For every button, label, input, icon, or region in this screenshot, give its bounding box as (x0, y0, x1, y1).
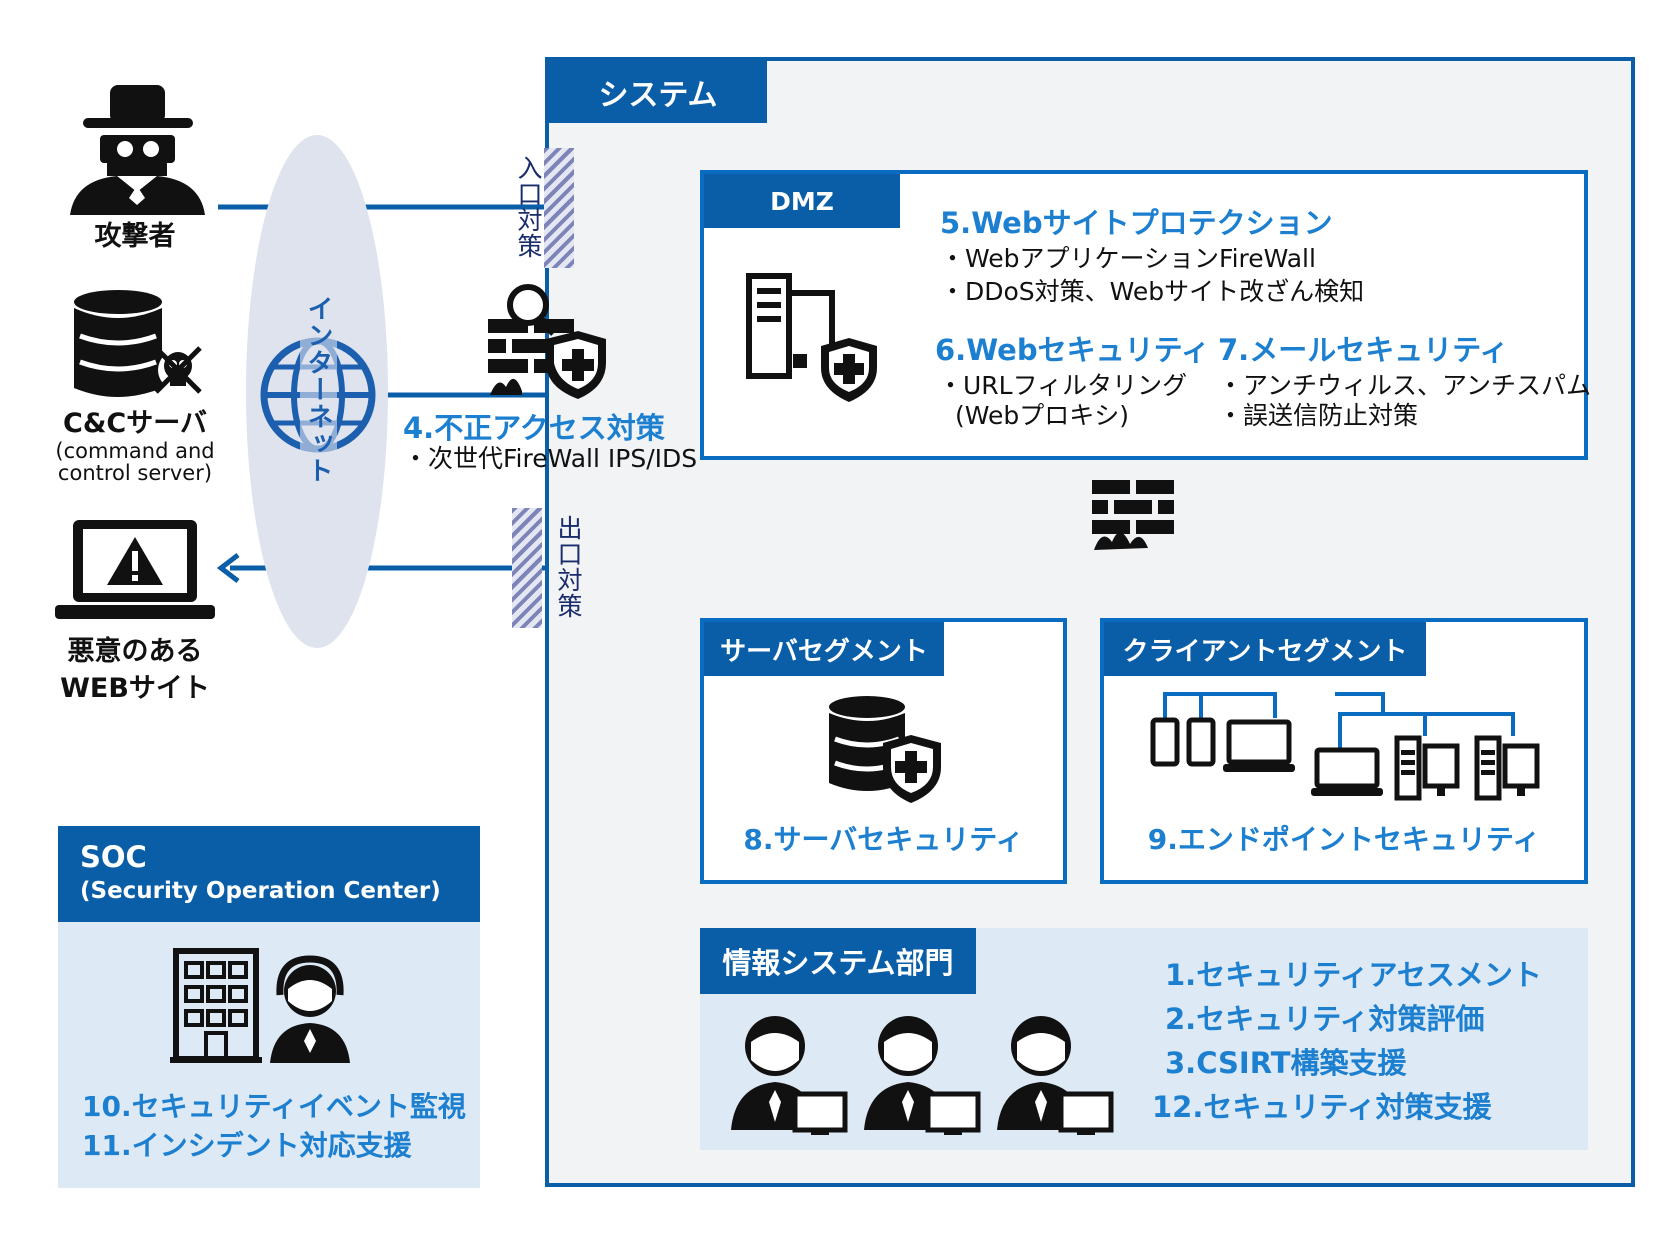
it-dept-label: 情報システム部門 (700, 928, 976, 994)
soc-sub: (Security Operation Center) (80, 878, 441, 904)
database-skull-icon (74, 290, 202, 397)
firewall-icon (1092, 480, 1174, 550)
item11-label: 11.インシデント対応支援 (82, 1129, 412, 1162)
malicious-site-label2: WEBサイト (60, 673, 210, 704)
item7-desc2: ・誤送信防止対策 (1218, 401, 1419, 430)
exit-label: 出口対策 (554, 515, 583, 619)
item6-desc2: (Webプロキシ) (955, 401, 1130, 430)
item8-label: 8.サーバセキュリティ (743, 823, 1024, 856)
it-item-12: 12.セキュリティ対策支援 (1152, 1090, 1492, 1124)
system-label: システム (549, 61, 767, 123)
soc-label: SOC (80, 840, 147, 874)
staff-icons (731, 1010, 1125, 1135)
item6-title: 6.Webセキュリティ (935, 333, 1210, 367)
cc-server-label: C&Cサーバ (63, 408, 207, 439)
item4-desc: ・次世代FireWall IPS/IDS (403, 444, 698, 473)
cc-server-sub1: (command and (55, 439, 215, 463)
firewall-inspect-icon (488, 284, 606, 399)
soc-building-operator-icon (170, 948, 350, 1063)
entry-label: 入口対策 (514, 155, 543, 259)
internet-label: インターネット (300, 295, 337, 484)
client-devices-icon (1150, 692, 1540, 801)
malicious-site-label1: 悪意のある (67, 636, 203, 667)
item5-title: 5.Webサイトプロテクション (940, 206, 1333, 240)
it-item-2: 2.セキュリティ対策評価 (1165, 1002, 1485, 1036)
dmz-label: DMZ (704, 174, 900, 228)
it-item-1: 1.セキュリティアセスメント (1165, 958, 1542, 992)
item10-label: 10.セキュリティイベント監視 (82, 1090, 466, 1123)
item9-label: 9.エンドポイントセキュリティ (1147, 823, 1541, 856)
attacker-label: 攻撃者 (94, 221, 176, 252)
entry-barrier (544, 148, 574, 268)
item7-desc1: ・アンチウィルス、アンチスパム (1218, 371, 1592, 400)
db-shield-icon (829, 696, 941, 803)
item4-title: 4.不正アクセス対策 (403, 411, 665, 445)
item5-desc1: ・WebアプリケーションFireWall (940, 244, 1316, 273)
web-server-shield-icon (746, 273, 877, 402)
cc-server-sub2: control server) (57, 461, 213, 485)
client-segment-label: クライアントセグメント (1104, 622, 1426, 676)
item5-desc2: ・DDoS対策、Webサイト改ざん検知 (940, 277, 1365, 306)
soc-header (58, 826, 480, 922)
it-item-3: 3.CSIRT構築支援 (1165, 1046, 1407, 1080)
attacker-icon (70, 85, 205, 215)
malicious-laptop-icon (55, 520, 215, 619)
item6-desc1: ・URLフィルタリング (938, 371, 1188, 400)
server-segment-label: サーバセグメント (704, 622, 944, 676)
exit-barrier (512, 508, 542, 628)
item7-title: 7.メールセキュリティ (1218, 333, 1509, 367)
